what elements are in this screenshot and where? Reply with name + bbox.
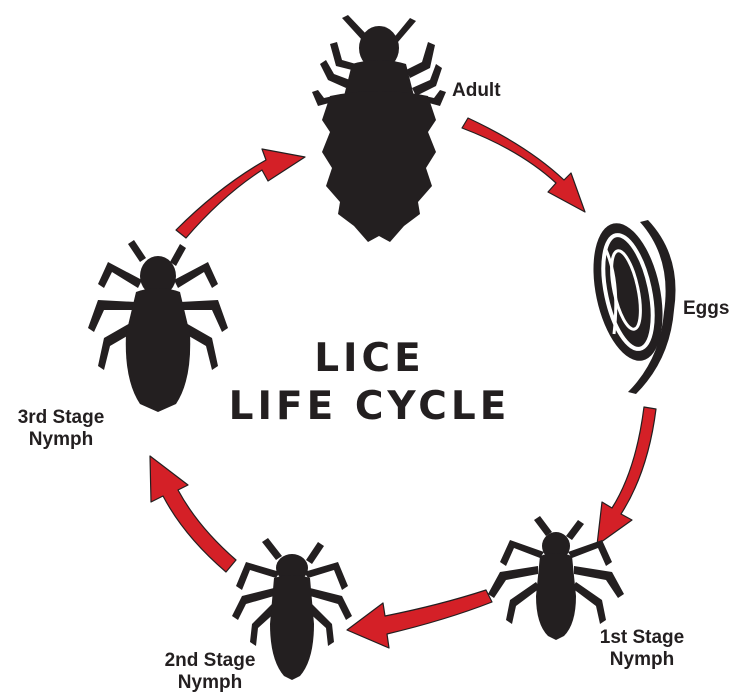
label-first-stage-line-1: 1st Stage bbox=[582, 627, 702, 649]
label-second-stage-line-2: Nymph bbox=[145, 672, 275, 694]
label-adult: Adult bbox=[452, 80, 501, 102]
cycle-arrow-icon bbox=[347, 590, 492, 648]
adult-louse-icon bbox=[312, 15, 446, 242]
label-third-stage-line-1: 3rd Stage bbox=[2, 407, 120, 429]
label-second-stage-line-1: 2nd Stage bbox=[145, 650, 275, 672]
label-first-stage-line-2: Nymph bbox=[582, 649, 702, 671]
cycle-arrow-icon bbox=[462, 118, 585, 212]
diagram-title-line-1: LICE bbox=[0, 336, 739, 382]
label-second-stage-nymph: 2nd Stage Nymph bbox=[145, 650, 275, 694]
cycle-arrow-icon bbox=[150, 456, 236, 572]
cycle-arrow-icon bbox=[176, 149, 305, 238]
label-third-stage-nymph: 3rd Stage Nymph bbox=[2, 407, 120, 451]
label-eggs: Eggs bbox=[683, 298, 729, 320]
label-first-stage-nymph: 1st Stage Nymph bbox=[582, 627, 702, 671]
label-third-stage-line-2: Nymph bbox=[2, 429, 120, 451]
